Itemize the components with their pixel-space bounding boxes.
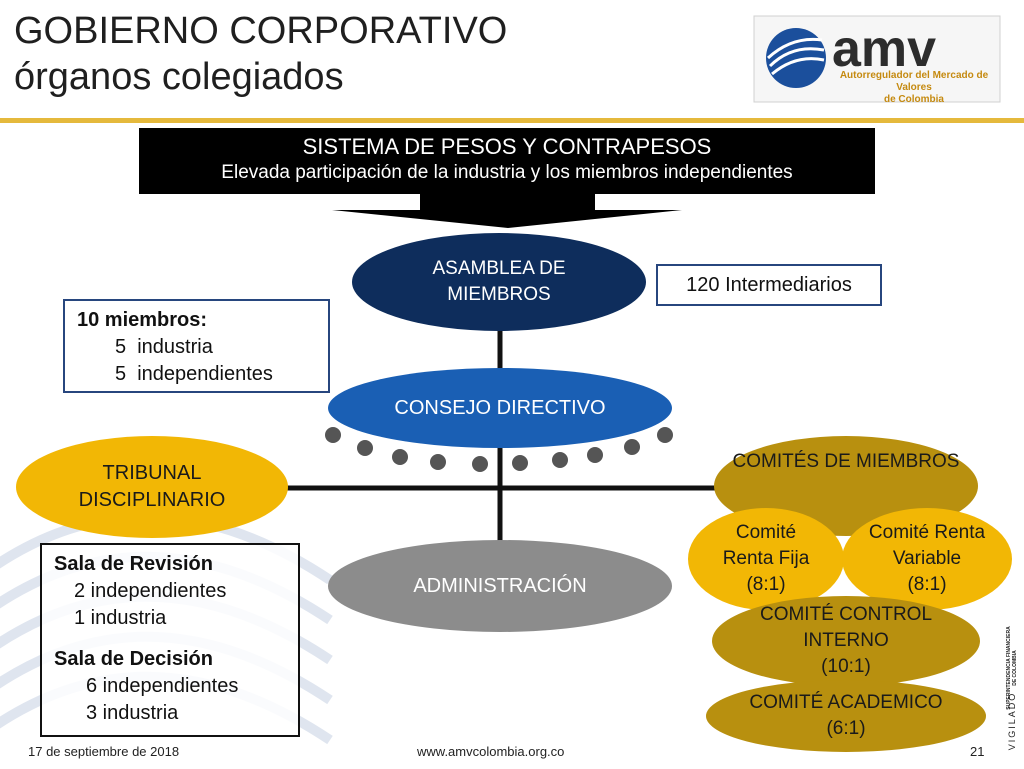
sala-revision-item-1: 2 independientes — [74, 580, 227, 602]
title-line-1: GOBIERNO CORPORATIVO — [14, 10, 508, 52]
administracion-node: ADMINISTRACIÓN — [328, 540, 672, 632]
renta-fija-line-3: (8:1) — [746, 574, 786, 595]
control-interno-line-2: INTERNO — [803, 630, 889, 651]
footer-url[interactable]: www.amvcolombia.org.co — [417, 744, 565, 759]
tribunal-line-1: TRIBUNAL — [102, 462, 202, 484]
asamblea-line-1: ASAMBLEA DE — [432, 258, 566, 279]
control-interno-line-3: (10:1) — [821, 656, 871, 677]
page-title: GOBIERNO CORPORATIVO órganos colegiados — [14, 8, 507, 100]
amv-logo-mark: amv — [753, 15, 1001, 103]
banner-subtitle: Elevada participación de la industria y … — [221, 162, 793, 183]
asamblea-node: ASAMBLEA DE MIEMBROS — [352, 233, 646, 331]
sala-revision-title: Sala de Revisión — [54, 553, 213, 575]
consejo-members-box: 10 miembros: 5 industria 5 independiente… — [63, 299, 330, 393]
salas-box: Sala de Revisión 2 independientes 1 indu… — [40, 543, 300, 737]
logo-subtitle-line-2: de Colombia — [883, 94, 944, 105]
banner-title: SISTEMA DE PESOS Y CONTRAPESOS — [302, 134, 712, 159]
sala-decision-item-2: 3 industria — [86, 702, 179, 724]
down-arrow — [332, 194, 682, 228]
logo-subtitle-line-1: Autorregulador del Mercado de Valores — [839, 70, 989, 93]
vigilado-entity-line-2: DE COLOMBIA — [1012, 650, 1018, 686]
intermediarios-label: 120 Intermediarios — [686, 273, 852, 296]
renta-variable-line-3: (8:1) — [907, 574, 947, 595]
footer-date: 17 de septiembre de 2018 — [28, 744, 180, 759]
comites-miembros-label: COMITÉS DE MIEMBROS — [732, 451, 960, 472]
logo-subtitle: Autorregulador del Mercado de Valores de… — [826, 70, 1002, 106]
intermediarios-box: 120 Intermediarios — [656, 264, 882, 306]
academico-line-2: (6:1) — [826, 718, 866, 739]
header-rule — [0, 118, 1024, 123]
comite-control-interno-node: COMITÉ CONTROL INTERNO (10:1) — [712, 596, 980, 686]
tribunal-node: TRIBUNAL DISCIPLINARIO — [16, 436, 288, 538]
vigilado-mark: VIGILADO SUPERINTENDENCIA FINANCIERA DE … — [1004, 626, 1022, 762]
amv-logo: amv — [752, 14, 1002, 106]
vigilado-entity: SUPERINTENDENCIA FINANCIERA DE COLOMBIA — [1006, 608, 1018, 728]
sala-decision-item-1: 6 independientes — [86, 675, 239, 697]
administracion-label: ADMINISTRACIÓN — [413, 574, 587, 597]
renta-fija-line-2: Renta Fija — [722, 548, 810, 569]
consejo-directivo-node: CONSEJO DIRECTIVO — [328, 368, 672, 448]
consejo-members-item-2: 5 independientes — [115, 363, 273, 385]
renta-variable-line-1: Comité Renta — [868, 522, 986, 543]
academico-line-1: COMITÉ ACADEMICO — [749, 692, 943, 713]
system-banner: SISTEMA DE PESOS Y CONTRAPESOS Elevada p… — [139, 128, 875, 194]
comite-renta-fija-node: Comité Renta Fija (8:1) — [688, 508, 844, 610]
title-line-2: órganos colegiados — [14, 56, 344, 98]
tribunal-line-2: DISCIPLINARIO — [78, 489, 226, 511]
consejo-members-heading: 10 miembros: — [77, 309, 208, 331]
comite-renta-variable-node: Comité Renta Variable (8:1) — [842, 508, 1012, 610]
asamblea-line-2: MIEMBROS — [447, 284, 551, 305]
sala-revision-item-2: 1 industria — [74, 607, 167, 629]
svg-text:amv: amv — [832, 20, 936, 78]
sala-decision-title: Sala de Decisión — [54, 648, 213, 670]
comite-academico-node: COMITÉ ACADEMICO (6:1) — [706, 680, 986, 752]
dotted-arc — [325, 427, 673, 472]
page-number: 21 — [970, 744, 985, 759]
renta-fija-line-1: Comité — [735, 522, 797, 543]
consejo-directivo-label: CONSEJO DIRECTIVO — [394, 396, 606, 419]
consejo-members-item-1: 5 industria — [115, 336, 213, 358]
renta-variable-line-2: Variable — [892, 548, 962, 569]
control-interno-line-1: COMITÉ CONTROL — [759, 604, 933, 625]
